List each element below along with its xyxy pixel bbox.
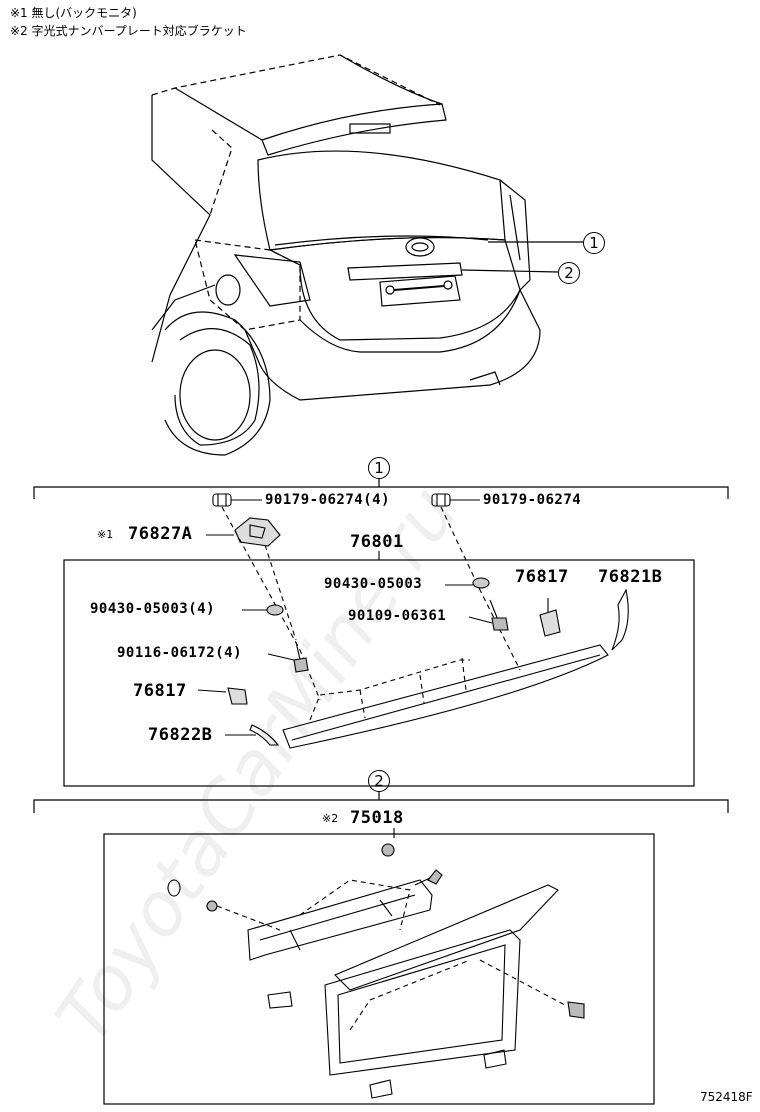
part-label-bracket-left[interactable]: 76817 xyxy=(133,681,187,701)
note-1: ※1 無し(バックモニタ) xyxy=(10,6,137,20)
diagram-id: 752418F xyxy=(700,1090,753,1104)
part-label-screw[interactable]: 90109-06361 xyxy=(348,608,447,624)
clip-left-graphic xyxy=(212,493,262,507)
section2-marker: 2 xyxy=(368,770,390,792)
car-illustration xyxy=(151,54,583,456)
part-label-cover[interactable]: 76827A xyxy=(128,524,193,544)
cover-note: ※1 xyxy=(97,528,114,541)
part-label-75018[interactable]: 75018 xyxy=(350,808,404,828)
callout-2: 2 xyxy=(558,262,580,284)
part-label-clip-a[interactable]: 90179-06274(4) xyxy=(265,492,391,508)
part-label-bracket-right[interactable]: 76817 xyxy=(515,567,569,587)
part-label-stud[interactable]: 90116-06172(4) xyxy=(117,645,243,661)
section1-marker: 1 xyxy=(368,457,390,479)
section1-parts xyxy=(197,493,629,749)
note-2: ※2 字光式ナンバープレート対応ブラケット xyxy=(10,24,247,38)
section2-frame xyxy=(33,791,729,1105)
part-label-washer-b[interactable]: 90430-05003 xyxy=(324,576,423,592)
part-label-assembly[interactable]: 76801 xyxy=(350,532,404,552)
callout-1: 1 xyxy=(583,232,605,254)
section2-parts xyxy=(167,828,585,1099)
part-label-washer-a[interactable]: 90430-05003(4) xyxy=(90,601,216,617)
part-label-clip-b[interactable]: 90179-06274 xyxy=(483,492,582,508)
part-label-end-right[interactable]: 76821B xyxy=(598,567,663,587)
section2-note: ※2 xyxy=(322,812,339,825)
clip-right-graphic xyxy=(431,493,480,507)
part-label-end-left[interactable]: 76822B xyxy=(148,725,213,745)
